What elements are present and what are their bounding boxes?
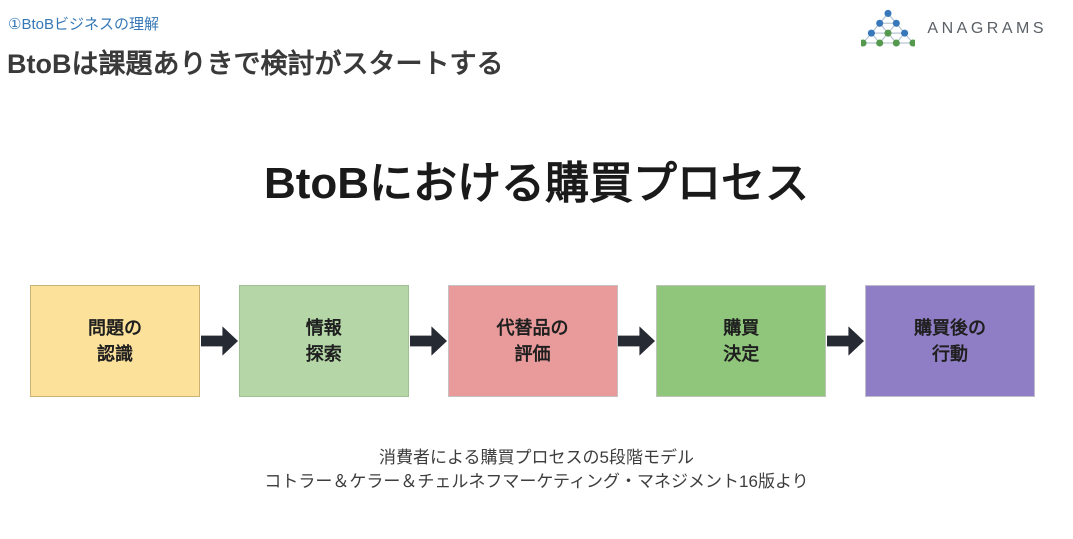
- caption-line1: 消費者による購買プロセスの5段階モデル: [379, 448, 694, 467]
- step-label: 評価: [514, 344, 551, 364]
- step-label: 認識: [97, 344, 133, 364]
- brand-logo: ANAGRAMS: [861, 8, 1047, 50]
- right-arrow-icon: [827, 326, 865, 356]
- step-label: 購買: [723, 317, 760, 338]
- right-arrow-icon: [200, 326, 238, 356]
- step-information-search: 情報 探索: [238, 285, 409, 397]
- step-label: 探索: [305, 344, 342, 364]
- section-eyebrow: ①BtoBビジネスの理解: [8, 16, 159, 33]
- step-label: 情報: [305, 317, 342, 338]
- step-label: 決定: [723, 344, 760, 364]
- right-arrow-icon: [618, 326, 656, 356]
- step-label: 購買後の: [914, 317, 986, 338]
- caption-line2: コトラー＆ケラー＆チェルネフマーケティング・マネジメント16版より: [264, 472, 809, 492]
- step-label: 代替品の: [496, 317, 569, 338]
- brand-name: ANAGRAMS: [927, 20, 1047, 37]
- slide-title: BtoBは課題ありきで検討がスタートする: [7, 49, 504, 79]
- step-purchase-decision: 購買 決定: [656, 285, 827, 397]
- step-post-purchase-behavior: 購買後の 行動: [865, 285, 1035, 397]
- step-label: 問題の: [88, 317, 142, 338]
- step-alternative-evaluation: 代替品の 評価: [447, 285, 618, 397]
- step-label: 行動: [932, 344, 968, 364]
- step-problem-recognition: 問題の 認識: [30, 285, 200, 397]
- right-arrow-icon: [409, 326, 447, 356]
- purchase-process-flow: 問題の 認識 情報 探索 代替品の 評価 購買 決定 購買後の 行動: [30, 285, 1035, 397]
- diagram-title: BtoBにおける購買プロセス: [263, 159, 810, 208]
- triangle-dot-network-icon: [861, 9, 916, 47]
- source-caption: 消費者による購買プロセスの5段階モデル コトラー＆ケラー＆チェルネフマーケティン…: [0, 446, 1073, 494]
